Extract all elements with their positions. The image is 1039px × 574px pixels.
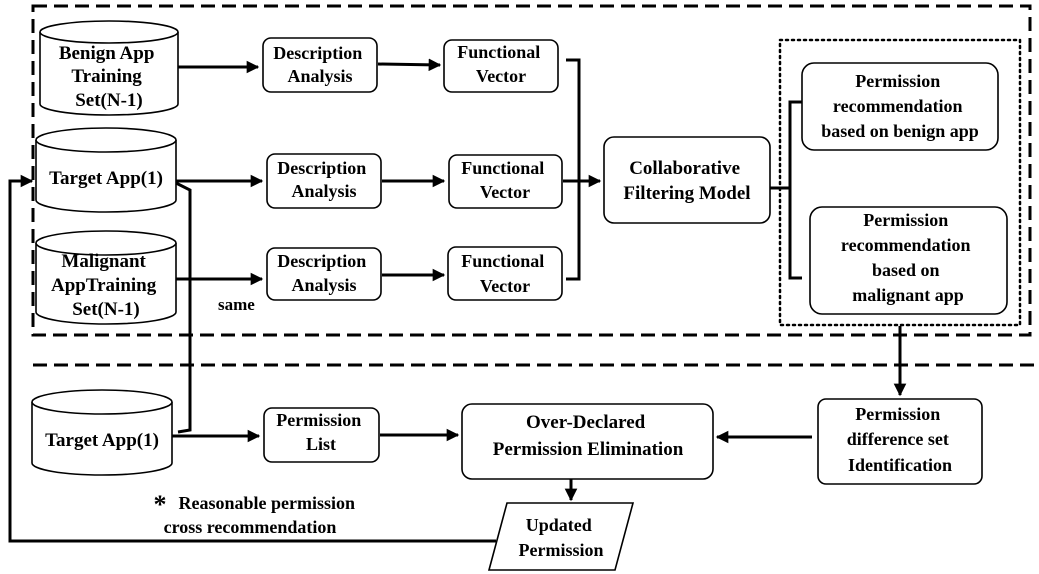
permission-list-box: Permission List [263, 407, 380, 463]
permission-difference-set-box: Permission difference set Identification [817, 398, 983, 485]
description-analysis-box-1: Description Analysis [262, 37, 378, 93]
edge-feedback-loop [8, 174, 496, 543]
functional-vector-box-1: Functional Vector [443, 39, 559, 93]
svg-text:Description Analysis: Description Analysis [277, 251, 371, 295]
benign-training-set-label: Benign App Training Set(N-1) [59, 43, 159, 111]
target-app-bottom-cylinder: Target App(1) [31, 389, 173, 476]
collaborative-filtering-model-box: Collaborative Filtering Model [603, 136, 771, 224]
edge-vectors-bracket [566, 58, 581, 281]
svg-text:Functional Vector: Functional Vector [461, 251, 549, 296]
svg-text:Description Analysis: Description Analysis [277, 158, 371, 201]
svg-text:Collaborative Filtering: Collaborative Filtering Model [623, 158, 750, 204]
cross-recommendation-star: * [154, 490, 167, 519]
top-section-border [31, 4, 1032, 337]
target-app-top-cylinder: Target App(1) [35, 127, 177, 213]
description-analysis-box-3: Description Analysis [266, 247, 382, 301]
svg-text:Over-Declared Permission: Over-Declared Permission Elimination [493, 412, 684, 460]
svg-text:Functional Vector: Functional Vector [457, 42, 545, 86]
benign-training-set-cylinder: Benign App Training Set(N-1) [39, 20, 179, 116]
svg-text:Permission recommendatio: Permission recommendation based on malig… [841, 210, 975, 305]
target-app-bottom-label: Target App(1) [45, 430, 159, 451]
malignant-training-set-label: Malignant AppTraining Set(N-1) [51, 251, 161, 320]
malignant-training-set-cylinder: Malignant AppTraining Set(N-1) [35, 230, 177, 325]
same-annotation: same [218, 295, 255, 314]
recommendation-malignant-box: Permission recommendation based on malig… [809, 206, 1008, 315]
cross-recommendation-annotation: Reasonable permission cross recommendati… [164, 493, 360, 537]
target-app-top-label: Target App(1) [49, 168, 163, 189]
edge-recommendation-bracket [788, 100, 802, 280]
svg-text:Updated Permission: Updated Permission [519, 515, 604, 560]
svg-text:Functional Vector: Functional Vector [461, 158, 549, 202]
recommendation-benign-box: Permission recommendation based on benig… [801, 62, 999, 151]
functional-vector-box-2: Functional Vector [448, 154, 563, 209]
over-declared-elimination-box: Over-Declared Permission Elimination [461, 403, 714, 480]
svg-text:Description Analysis: Description Analysis [273, 43, 367, 86]
recommendation-group-border [778, 38, 1022, 327]
updated-permission-shape: Updated Permission [487, 502, 635, 571]
edge-desc1-to-vec1 [377, 58, 442, 72]
svg-text:Permission recommendatio: Permission recommendation based on benig… [821, 71, 979, 141]
svg-text:Permission List: Permission List [276, 410, 366, 454]
svg-text:Permission difference se: Permission difference set Identification [847, 404, 954, 475]
edge-target-same-connector [175, 181, 192, 434]
functional-vector-box-3: Functional Vector [447, 246, 563, 301]
description-analysis-box-2: Description Analysis [266, 153, 382, 209]
